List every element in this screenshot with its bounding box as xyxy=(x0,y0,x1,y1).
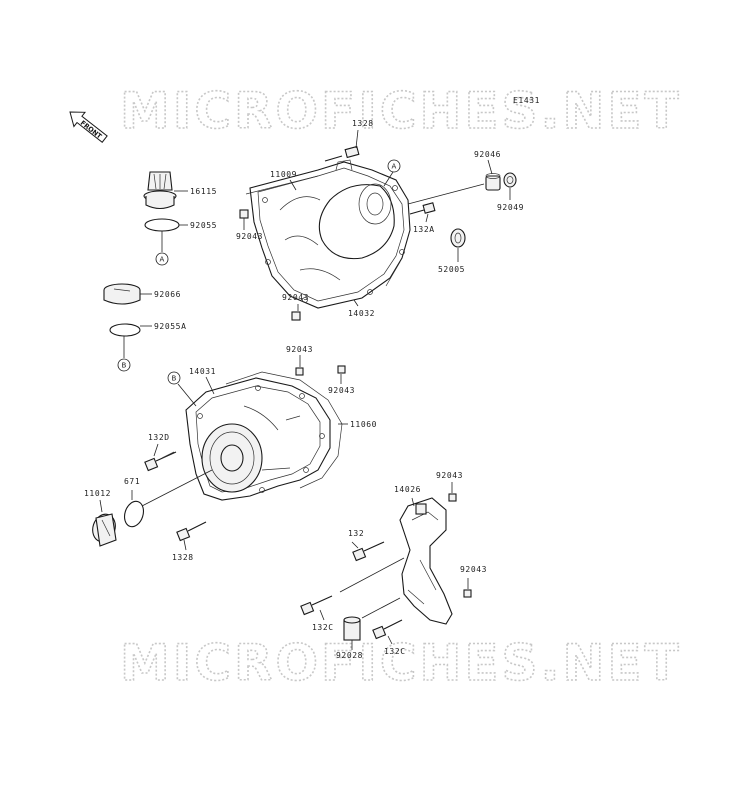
bolt-132d xyxy=(144,451,177,472)
dowel-92043-e xyxy=(448,493,457,502)
watermark-bottom: MICROFICHES.NET xyxy=(120,634,682,692)
ref-mark-a-left xyxy=(155,252,169,266)
generator-cover-14031 xyxy=(185,377,331,501)
label-11060: 11060 xyxy=(350,420,377,429)
dowel-92043-f xyxy=(463,589,472,598)
bolt-1328-top xyxy=(324,145,360,162)
label-132a: 132A xyxy=(413,225,435,234)
bolt-132c-left xyxy=(300,595,333,616)
gasket-11060 xyxy=(225,371,343,489)
ref-mark-b-left-text: B xyxy=(122,362,127,370)
bolt-132a xyxy=(409,202,436,215)
label-52005: 52005 xyxy=(438,265,465,274)
label-14031: 14031 xyxy=(189,367,216,376)
label-1328-top: 1328 xyxy=(352,119,374,128)
label-671: 671 xyxy=(124,477,140,486)
dowel-92043-b xyxy=(291,311,301,321)
watermark-top: MICROFICHES.NET xyxy=(120,82,682,140)
label-1328-bottom: 1328 xyxy=(172,553,194,562)
seal-92049 xyxy=(503,172,517,188)
dowel-92043-a xyxy=(239,209,249,219)
label-92046: 92046 xyxy=(474,150,501,159)
front-arrow-icon: FRONT xyxy=(69,111,108,143)
label-11012: 11012 xyxy=(84,489,111,498)
label-92055a: 92055A xyxy=(154,322,187,331)
ref-mark-b-cover-text: B xyxy=(172,375,177,383)
ref-mark-a-cover xyxy=(387,159,401,173)
label-92043-b: 92043 xyxy=(282,293,309,302)
bolt-132c-right xyxy=(372,619,403,640)
clutch-cover-14032 xyxy=(249,159,411,309)
label-132: 132 xyxy=(348,529,364,538)
bracket-14026 xyxy=(399,497,453,625)
bearing-92046 xyxy=(485,173,501,191)
label-132d: 132D xyxy=(148,433,170,442)
o-ring-671 xyxy=(123,500,145,528)
oil-seal-52005 xyxy=(450,228,466,248)
bolt-1328-bottom xyxy=(176,521,207,542)
ref-mark-b-left xyxy=(117,358,131,372)
label-92055: 92055 xyxy=(190,221,217,230)
diagram-code: E1431 xyxy=(513,96,540,105)
label-92049: 92049 xyxy=(497,203,524,212)
label-92043-e: 92043 xyxy=(436,471,463,480)
oil-filler-cap-16115 xyxy=(143,171,177,210)
o-ring-92055a xyxy=(109,323,141,337)
bolt-132 xyxy=(352,541,385,562)
label-92028: 92028 xyxy=(336,651,363,660)
label-132c-left: 132C xyxy=(312,623,334,632)
label-92043-d: 92043 xyxy=(328,386,355,395)
label-92043-a: 92043 xyxy=(236,232,263,241)
label-92043-c: 92043 xyxy=(286,345,313,354)
collar-92028 xyxy=(343,616,361,641)
gasket-11009 xyxy=(245,175,401,287)
dowel-92043-c xyxy=(295,367,304,376)
label-16115: 16115 xyxy=(190,187,217,196)
label-132c-right: 132C xyxy=(384,647,406,656)
label-14026: 14026 xyxy=(394,485,421,494)
label-92043-f: 92043 xyxy=(460,565,487,574)
ref-mark-b-cover xyxy=(167,371,181,385)
ref-mark-a-cover-text: A xyxy=(392,163,397,171)
plug-11012 xyxy=(92,513,117,547)
ref-mark-a-left-text: A xyxy=(160,256,165,264)
label-92066: 92066 xyxy=(154,290,181,299)
o-ring-92055 xyxy=(144,218,180,232)
plug-92066 xyxy=(103,283,141,305)
label-11009: 11009 xyxy=(270,170,297,179)
dowel-92043-d xyxy=(337,365,346,374)
label-14032: 14032 xyxy=(348,309,375,318)
